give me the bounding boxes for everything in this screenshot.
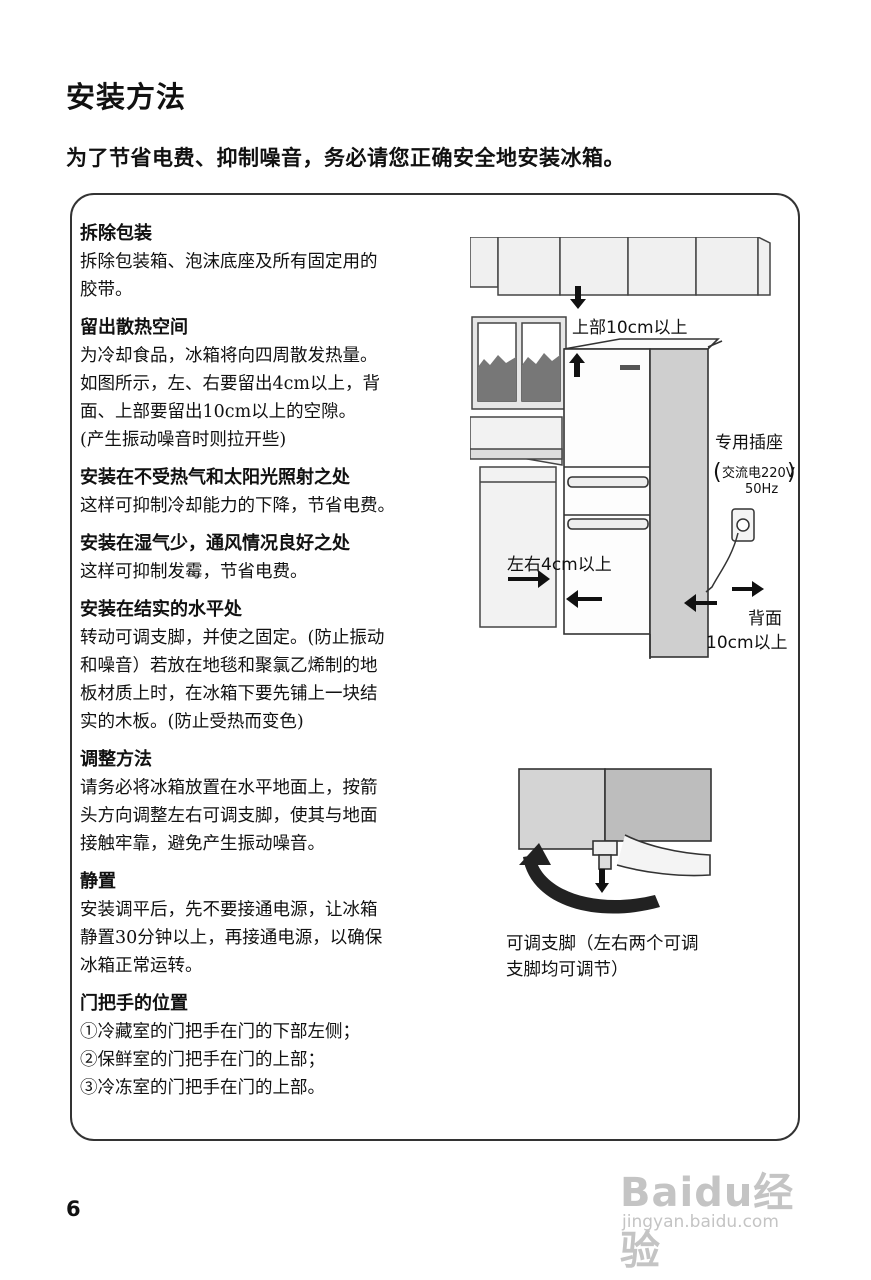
section-heading: 安装在湿气少，通风情况良好之处 — [80, 533, 350, 554]
frequency-label: 50Hz — [745, 482, 779, 497]
section-line: 这样可抑制发霉，节省电费。 — [80, 562, 308, 582]
section-heading: 静置 — [80, 871, 116, 892]
section-body: ①冷藏室的门把手在门的下部左侧； ②保鲜室的门把手在门的上部； ③冷冻室的门把手在门… — [80, 1018, 452, 1102]
instruction-section: 静置安装调平后，先不要接通电源，让冰箱静置30分钟以上，再接通电源，以确保冰箱正… — [80, 868, 452, 980]
section-line: 接触牢靠，避免产生振动噪音。 — [80, 834, 325, 854]
clearance-arrows — [508, 286, 764, 612]
foot-caption-line: 可调支脚（左右两个可调 — [506, 934, 699, 954]
bracket-right: ) — [787, 460, 796, 485]
instruction-section: 安装在湿气少，通风情况良好之处这样可抑制发霉，节省电费。 — [80, 530, 452, 586]
window — [471, 316, 567, 410]
section-heading: 安装在不受热气和太阳光照射之处 — [80, 467, 350, 488]
section-line: 拆除包装箱、泡沫底座及所有固定用的 — [80, 252, 378, 272]
back-label: 背面 — [748, 609, 782, 629]
section-body: 这样可抑制发霉，节省电费。 — [80, 558, 452, 586]
section-line: 这样可抑制冷却能力的下降，节省电费。 — [80, 496, 395, 516]
intro-text: 为了节省电费、抑制噪音，务必请您正确安全地安装冰箱。 — [66, 146, 625, 170]
back-clearance-label: 10cm以上 — [706, 633, 788, 653]
section-line: 板材质上时，在冰箱下要先铺上一块结 — [80, 684, 378, 704]
foot-caption-line: 支脚均可调节） — [506, 960, 629, 980]
content-frame — [70, 193, 800, 1141]
adjustable-foot-illustration — [518, 768, 712, 914]
section-line: ①冷藏室的门把手在门的下部左侧； — [80, 1022, 360, 1042]
section-line: 转动可调支脚，并使之固定。(防止振动 — [80, 628, 385, 648]
section-heading: 安装在结实的水平处 — [80, 599, 242, 620]
section-heading: 留出散热空间 — [80, 317, 188, 338]
instruction-section: 留出散热空间为冷却食品，冰箱将向四周散发热量。如图所示，左、右要留出4cm以上，… — [80, 314, 452, 454]
section-line: 请务必将冰箱放置在水平地面上，按箭 — [80, 778, 378, 798]
counter — [470, 416, 563, 628]
instruction-section: 门把手的位置 ①冷藏室的门把手在门的下部左侧； ②保鲜室的门把手在门的上部； ③冷冻室… — [80, 990, 452, 1102]
section-body: 这样可抑制冷却能力的下降，节省电费。 — [80, 492, 452, 520]
section-line: 实的木板。(防止受热而变色) — [80, 712, 304, 732]
section-line: 静置30分钟以上，再接通电源，以确保 — [80, 928, 383, 948]
instruction-section: 调整方法请务必将冰箱放置在水平地面上，按箭头方向调整左右可调支脚，使其与地面接触… — [80, 746, 452, 858]
bracket-left: ( — [713, 460, 722, 485]
section-line: 胶带。 — [80, 280, 133, 300]
dedicated-outlet-label: 专用插座 — [715, 433, 783, 453]
section-line: 为冷却食品，冰箱将向四周散发热量。 — [80, 346, 378, 366]
instruction-sections: 拆除包装拆除包装箱、泡沫底座及所有固定用的胶带。留出散热空间为冷却食品，冰箱将向… — [80, 220, 452, 1112]
section-body: 拆除包装箱、泡沫底座及所有固定用的胶带。 — [80, 248, 452, 304]
upper-cabinets — [470, 237, 771, 296]
foot-caption: 可调支脚（左右两个可调 支脚均可调节） — [506, 931, 699, 983]
installation-illustration — [470, 237, 771, 659]
section-body: 转动可调支脚，并使之固定。(防止振动和噪音）若放在地毯和聚氯乙烯制的地板材质上时… — [80, 624, 452, 736]
section-line: 和噪音）若放在地毯和聚氯乙烯制的地 — [80, 656, 378, 676]
instruction-section: 安装在不受热气和太阳光照射之处这样可抑制冷却能力的下降，节省电费。 — [80, 464, 452, 520]
section-line: (产生振动噪音时则拉开些) — [80, 430, 287, 450]
watermark-brand: Baidu经验 — [620, 1170, 795, 1274]
refrigerator — [563, 338, 723, 659]
section-line: 冰箱正常运转。 — [80, 956, 203, 976]
section-heading: 调整方法 — [80, 749, 152, 770]
instruction-section: 拆除包装拆除包装箱、泡沫底座及所有固定用的胶带。 — [80, 220, 452, 304]
section-body: 为冷却食品，冰箱将向四周散发热量。如图所示，左、右要留出4cm以上，背面、上部要… — [80, 342, 452, 454]
wall-outlet — [705, 508, 755, 593]
section-body: 安装调平后，先不要接通电源，让冰箱静置30分钟以上，再接通电源，以确保冰箱正常运… — [80, 896, 452, 980]
section-line: 安装调平后，先不要接通电源，让冰箱 — [80, 900, 378, 920]
section-heading: 门把手的位置 — [80, 993, 188, 1014]
section-line: 头方向调整左右可调支脚，使其与地面 — [80, 806, 378, 826]
section-line: 面、上部要留出10cm以上的空隙。 — [80, 402, 357, 422]
section-line: ②保鲜室的门把手在门的上部； — [80, 1050, 325, 1070]
baidu-watermark: Baidu经验 jingyan.baidu.com — [612, 1150, 822, 1274]
section-heading: 拆除包装 — [80, 223, 152, 244]
page-title: 安装方法 — [66, 80, 187, 114]
instruction-section: 安装在结实的水平处转动可调支脚，并使之固定。(防止振动和噪音）若放在地毯和聚氯乙… — [80, 596, 452, 736]
page-number: 6 — [66, 1197, 81, 1221]
side-clearance-label: 左右4cm以上 — [507, 555, 612, 575]
section-line: 如图所示，左、右要留出4cm以上，背 — [80, 374, 381, 394]
top-clearance-label: 上部10cm以上 — [572, 318, 688, 338]
section-body: 请务必将冰箱放置在水平地面上，按箭头方向调整左右可调支脚，使其与地面接触牢靠，避… — [80, 774, 452, 858]
watermark-url: jingyan.baidu.com — [622, 1212, 779, 1232]
section-line: ③冷冻室的门把手在门的上部。 — [80, 1078, 325, 1098]
ac-power-label: 交流电220V — [722, 466, 795, 481]
